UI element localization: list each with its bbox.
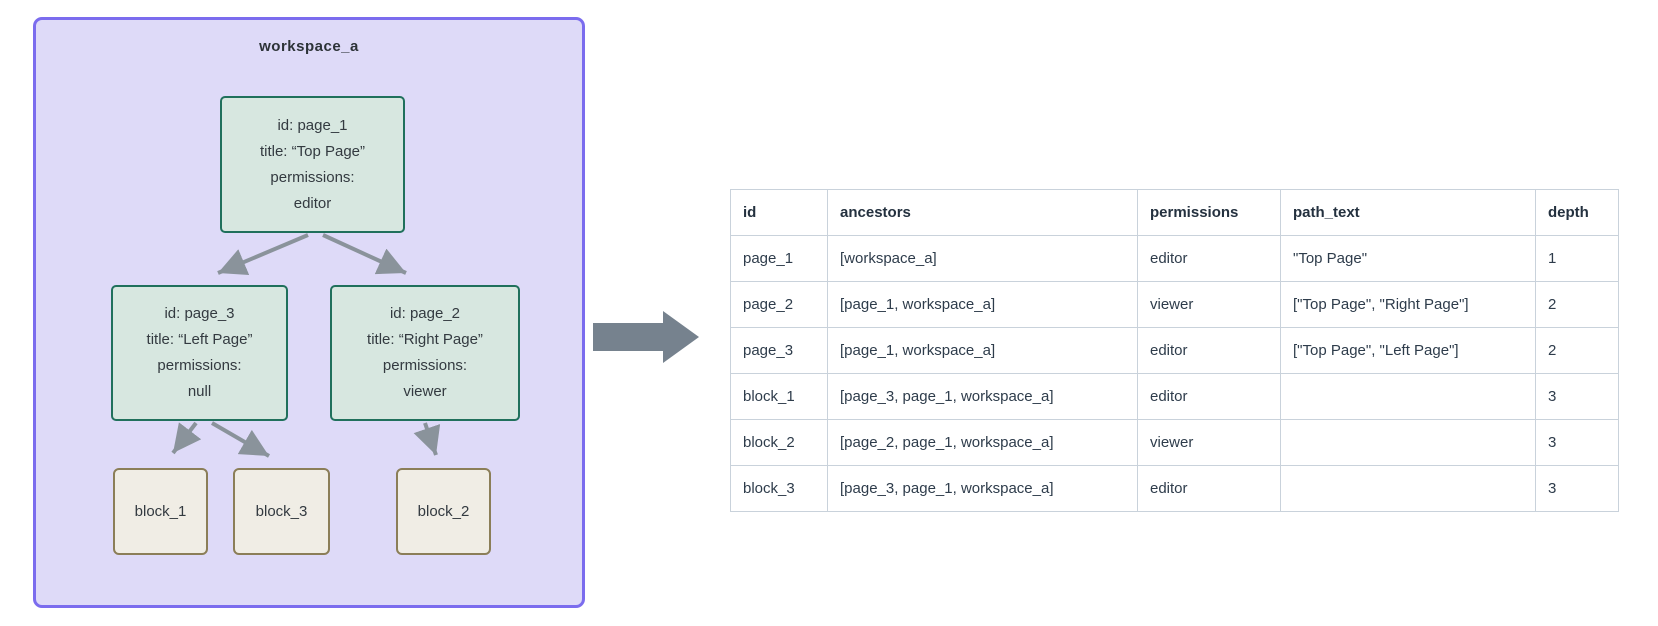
node-id-line: id: page_2	[389, 305, 461, 322]
table-cell: viewer	[1137, 419, 1281, 466]
table-cell: 2	[1535, 327, 1619, 374]
table-row: block_1[page_3, page_1, workspace_a]edit…	[730, 373, 1619, 420]
column-header: ancestors	[827, 189, 1138, 236]
node-title-line: title: “Top Page”	[259, 142, 366, 160]
table-row: block_2[page_2, page_1, workspace_a]view…	[730, 419, 1619, 466]
table-row: page_2[page_1, workspace_a]viewer["Top P…	[730, 281, 1619, 328]
column-header: id	[730, 189, 828, 236]
table-cell: [page_1, workspace_a]	[827, 281, 1138, 328]
table-cell: [workspace_a]	[827, 235, 1138, 282]
table-cell: "Top Page"	[1280, 235, 1536, 282]
column-header: path_text	[1280, 189, 1536, 236]
column-header: depth	[1535, 189, 1619, 236]
arrow-page2-to-block2	[413, 422, 441, 456]
table-cell: 2	[1535, 281, 1619, 328]
table-cell: viewer	[1137, 281, 1281, 328]
node-block-3: block_3	[233, 468, 330, 555]
node-block-2: block_2	[396, 468, 491, 555]
node-permission-value: editor	[293, 194, 332, 212]
node-permission-value: null	[187, 383, 212, 400]
table-cell: [page_3, page_1, workspace_a]	[827, 373, 1138, 420]
block-label: block_1	[134, 503, 187, 520]
table-cell	[1280, 373, 1536, 420]
node-page-3: id: page_3 title: “Left Page” permission…	[111, 285, 288, 421]
block-label: block_3	[255, 503, 308, 520]
arrow-page1-to-page2	[322, 233, 407, 275]
table-cell	[1280, 419, 1536, 466]
table-row: page_3[page_1, workspace_a]editor["Top P…	[730, 327, 1619, 374]
node-permissions-line: permissions:	[382, 357, 468, 374]
table-cell: [page_1, workspace_a]	[827, 327, 1138, 374]
arrow-page3-to-block1	[171, 421, 202, 455]
table-cell: editor	[1137, 465, 1281, 512]
table-cell: page_2	[730, 281, 828, 328]
column-header: permissions	[1137, 189, 1281, 236]
table-cell: 3	[1535, 373, 1619, 420]
table-cell: [page_2, page_1, workspace_a]	[827, 419, 1138, 466]
node-page-2: id: page_2 title: “Right Page” permissio…	[330, 285, 520, 421]
arrow-page3-to-block3	[210, 421, 271, 458]
table-cell: block_1	[730, 373, 828, 420]
block-label: block_2	[417, 503, 470, 520]
table-cell: block_2	[730, 419, 828, 466]
table-cell: 3	[1535, 465, 1619, 512]
workspace-label: workspace_a	[259, 38, 359, 55]
node-permissions-line: permissions:	[270, 168, 355, 186]
node-title-line: title: “Right Page”	[367, 331, 483, 348]
table-cell: 3	[1535, 419, 1619, 466]
arrow-page1-to-page3	[217, 233, 309, 276]
node-id-line: id: page_1	[277, 116, 348, 134]
table-cell	[1280, 465, 1536, 512]
node-block-1: block_1	[113, 468, 208, 555]
flow-arrow-icon	[593, 311, 699, 363]
table-cell: editor	[1137, 235, 1281, 282]
node-permission-value: viewer	[403, 383, 447, 400]
table-cell: [page_3, page_1, workspace_a]	[827, 465, 1138, 512]
workspace-container: workspace_a id: page_1 title: “Top Page”…	[33, 17, 585, 608]
table-cell: ["Top Page", "Left Page"]	[1280, 327, 1536, 374]
node-title-line: title: “Left Page”	[146, 331, 253, 348]
table-cell: block_3	[730, 465, 828, 512]
table-cell: 1	[1535, 235, 1619, 282]
table-cell: page_3	[730, 327, 828, 374]
node-id-line: id: page_3	[164, 305, 235, 322]
table-cell: editor	[1137, 373, 1281, 420]
table-cell: page_1	[730, 235, 828, 282]
table-row: page_1[workspace_a]editor"Top Page"1	[730, 235, 1619, 282]
node-permissions-line: permissions:	[157, 357, 242, 374]
table-row: block_3[page_3, page_1, workspace_a]edit…	[730, 465, 1619, 512]
table-cell: ["Top Page", "Right Page"]	[1280, 281, 1536, 328]
node-page-1: id: page_1 title: “Top Page” permissions…	[220, 96, 405, 233]
table-cell: editor	[1137, 327, 1281, 374]
